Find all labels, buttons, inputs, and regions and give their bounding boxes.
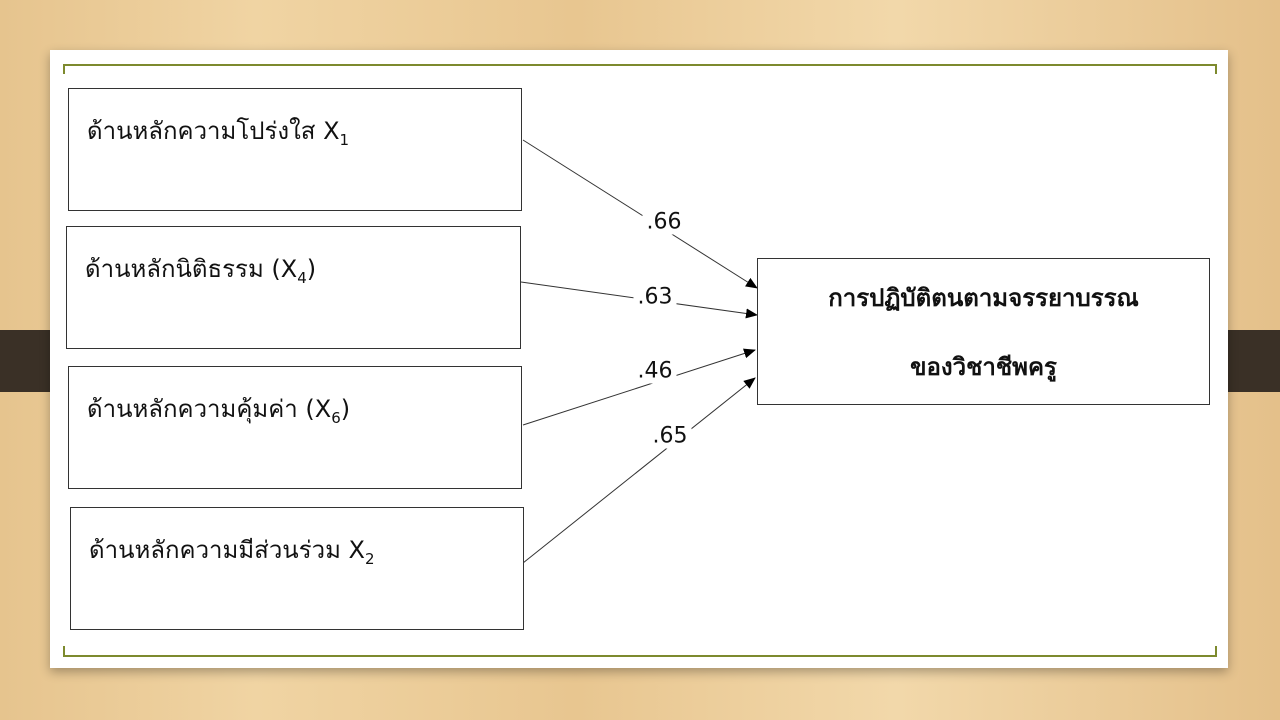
- rule-tick: [1215, 64, 1217, 74]
- rule-tick: [63, 646, 65, 656]
- outcome-box: การปฏิบัติตนตามจรรยาบรรณ ของวิชาชีพครู: [757, 258, 1210, 405]
- rule-tick: [63, 64, 65, 74]
- coef-x1: .66: [642, 209, 686, 235]
- coef-x6: .46: [633, 358, 677, 384]
- paren: ): [306, 255, 317, 283]
- predictor-label: ด้านหลักนิติธรรม: [85, 255, 272, 283]
- var: X: [323, 117, 340, 145]
- top-rule: [63, 64, 1217, 66]
- rule-tick: [1215, 646, 1217, 656]
- var: X: [314, 395, 332, 423]
- var: X: [280, 255, 298, 283]
- outcome-line2: ของวิชาชีพครู: [910, 352, 1057, 381]
- paren: (: [305, 395, 315, 423]
- var-sub: 1: [339, 130, 350, 149]
- var-sub: 6: [331, 408, 341, 427]
- outcome-line1: การปฏิบัติตนตามจรรยาบรรณ: [828, 283, 1139, 312]
- arrow-x6: [522, 348, 756, 426]
- arrow-x2: [522, 377, 756, 564]
- var-sub: 4: [297, 268, 307, 287]
- var-sub: 2: [364, 549, 375, 568]
- predictor-box-x1: ด้านหลักความโปร่งใส X1: [68, 88, 522, 211]
- decor-bar-right: [1222, 330, 1280, 392]
- predictor-box-x6: ด้านหลักความคุ้มค่า (X6): [68, 366, 522, 489]
- predictor-label: ด้านหลักความโปร่งใส: [87, 117, 324, 145]
- arrow-x1: [522, 139, 758, 289]
- coef-x4: .63: [633, 284, 677, 310]
- predictor-box-x2: ด้านหลักความมีส่วนร่วม X2: [70, 507, 524, 630]
- bottom-rule: [63, 655, 1217, 657]
- paren: (: [271, 255, 281, 283]
- predictor-label: ด้านหลักความมีส่วนร่วม: [89, 536, 349, 564]
- var: X: [348, 536, 365, 564]
- coef-x2: .65: [648, 423, 692, 449]
- predictor-box-x4: ด้านหลักนิติธรรม (X4): [66, 226, 521, 349]
- predictor-label: ด้านหลักความคุ้มค่า: [87, 395, 306, 423]
- paren: ): [340, 395, 351, 423]
